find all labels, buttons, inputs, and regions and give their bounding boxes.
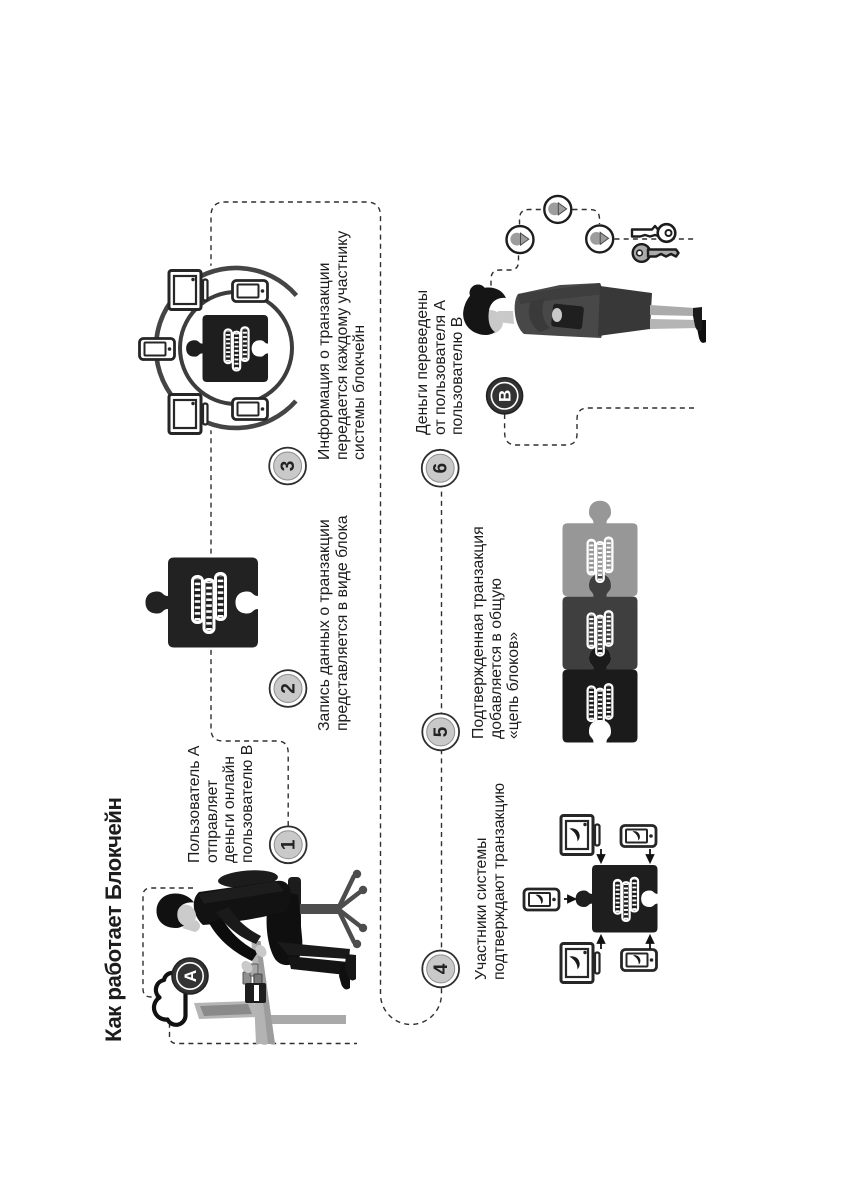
svg-text:6: 6: [431, 463, 452, 474]
svg-text:2: 2: [278, 683, 299, 694]
svg-text:4: 4: [431, 963, 452, 974]
svg-text:А: А: [181, 970, 200, 982]
svg-text:В: В: [496, 390, 515, 402]
svg-text:5: 5: [431, 726, 452, 737]
svg-text:3: 3: [278, 461, 299, 472]
svg-text:1: 1: [279, 839, 300, 850]
